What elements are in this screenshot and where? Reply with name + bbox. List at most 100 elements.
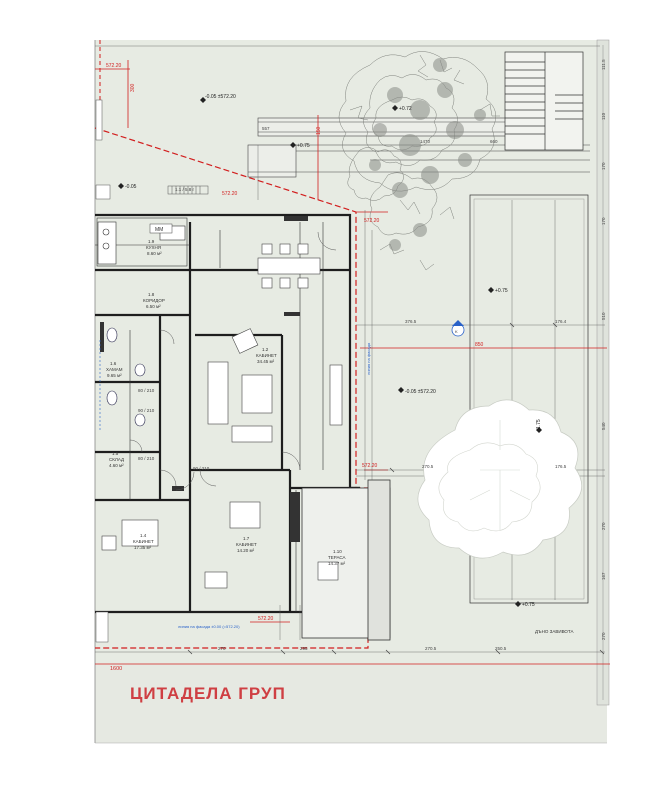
room-storage-area: 4.60 м²	[109, 463, 124, 468]
mm-box	[149, 223, 173, 234]
door-label-c: 80 / 210	[138, 456, 155, 461]
room-terrace-num: 1.10	[333, 549, 342, 554]
watermark-logo-text: ЦИТАДЕЛА ГРУП	[130, 684, 286, 703]
room-corridor-num: 1.8	[148, 292, 155, 297]
tree-dark-canopy	[338, 51, 500, 271]
red-level-e: 572.20	[222, 191, 238, 197]
svg-text:540: 540	[601, 422, 606, 430]
room-cabinet-lower: 1.7 КАБИНЕТ 14.20 м²	[236, 536, 257, 553]
level-mid-garden: -0.05 ±572.20	[405, 389, 436, 395]
dim-top-a: 557	[262, 126, 270, 131]
dim-mid-c: 270.5	[422, 464, 434, 469]
red-level-b: 572.20	[364, 218, 380, 224]
room-corridor: 1.8 КОРИДОР 6.50 м²	[143, 292, 165, 309]
top-stair-left	[167, 185, 209, 195]
room-hamam-num: 1.6	[110, 361, 117, 366]
red-solid-lines	[95, 60, 610, 665]
room-cabinet-lower-area: 14.20 м²	[237, 548, 255, 553]
svg-text:270: 270	[601, 632, 606, 640]
dining-table	[257, 243, 321, 289]
garden-raised-bed	[469, 194, 589, 604]
room-terrace-name: ТЕРАСА	[328, 555, 346, 560]
level-marker-symbols	[118, 97, 542, 607]
dim-mid-b: 176.4	[555, 319, 567, 324]
tree-white-canopy	[417, 399, 583, 559]
room-hamam-area: 9.65 м²	[107, 373, 122, 378]
room-cabinet-main-name: КАБИНЕТ	[256, 353, 277, 358]
room-cabinet-left-name: КАБИНЕТ	[133, 539, 154, 544]
blue-note-facade-a: линия на фасада	[366, 342, 371, 375]
room-cabinet-main-area: 34.45 м²	[257, 359, 275, 364]
room-kitchen-num: 1.9	[148, 239, 155, 244]
red-level-d: 572.20	[258, 616, 274, 622]
dim-bottom-a: 270	[218, 646, 226, 651]
dim-mid-d: 176.5	[555, 464, 567, 469]
dim-top-b: 1470	[420, 139, 431, 144]
room-cabinet-main-num: 1.2	[262, 347, 269, 352]
right-side-dimension-texts: 111.5 110 170 170 510 540 270 167 270	[601, 59, 606, 640]
room-cabinet-left-area: 17.35 м²	[134, 545, 152, 550]
room-corridor-name: КОРИДОР	[143, 298, 165, 303]
svg-text:110: 110	[601, 112, 606, 120]
tree-dark-texture	[369, 58, 486, 251]
k-marker-label: K	[455, 329, 458, 334]
room-storage-name: СКЛАД	[109, 457, 124, 462]
room-kitchen-area: 8.60 м²	[147, 251, 162, 256]
room-cabinet-lower-name: КАБИНЕТ	[236, 542, 257, 547]
room-kitchen-name: КУХНЯ	[146, 245, 161, 250]
svg-text:111.5: 111.5	[601, 59, 606, 70]
left-edge-grid	[95, 99, 111, 643]
red-dim-1600: 1600	[110, 666, 122, 672]
upper-terrace-structure	[247, 117, 590, 178]
plot-lower-strip	[95, 665, 607, 743]
room-storage: 1.5 СКЛАД 4.60 м²	[109, 451, 124, 468]
dno-zavivota-label: ДЪНО ЗАВИВОТА	[535, 629, 574, 634]
level-plus-075-c: +0.75	[522, 602, 535, 608]
level-plus-175: +1.75	[536, 419, 542, 432]
red-dim-150: 150	[316, 126, 322, 135]
terrace-slab	[301, 479, 391, 641]
room-storage-num: 1.5	[112, 451, 119, 456]
room-cabinet-left-num: 1.4	[140, 533, 147, 538]
blue-note-facade-b: линия на фасада ±0.00 (=572.20)	[178, 624, 240, 629]
lounge-furniture	[207, 328, 343, 443]
room-terrace: 1.10 ТЕРАСА 14.37 м²	[328, 549, 346, 566]
door-swings	[129, 231, 337, 491]
room-hamam: 1.6 ХАМАМ 9.65 м²	[106, 361, 123, 378]
dimension-ticks	[187, 322, 605, 655]
dim-top-c: 660	[490, 139, 498, 144]
k-marker: K	[451, 320, 465, 337]
stair-label: 1.1 / 5.8 г	[175, 187, 195, 192]
room-cabinet-left: 1.4 КАБИНЕТ 17.35 м²	[133, 533, 154, 550]
level-minus-005: -0.05	[125, 184, 137, 190]
room-kitchen: 1.9 КУХНЯ 8.60 м²	[146, 239, 162, 256]
room-cabinet-main: 1.2 КАБИНЕТ 34.45 м²	[256, 347, 277, 364]
red-level-c: 572.20	[362, 463, 378, 469]
level-plus-072: +0.72	[399, 106, 412, 112]
room-hamam-name: ХАМАМ	[106, 367, 123, 372]
svg-text:270: 270	[601, 522, 606, 530]
svg-text:170: 170	[601, 162, 606, 170]
level-top-garden: -0.05 ±572.20	[205, 94, 236, 100]
door-label-d: 90 / 210	[193, 466, 210, 471]
door-label-b: 90 / 210	[138, 408, 155, 413]
svg-text:510: 510	[601, 312, 606, 320]
office-desks	[101, 501, 339, 589]
level-plus-075-a: +0.75	[297, 143, 310, 149]
svg-text:167: 167	[601, 572, 606, 580]
door-label-a: 80 / 210	[138, 388, 155, 393]
sanitary-fixtures	[99, 327, 146, 430]
mm-label: MM	[155, 227, 163, 233]
dim-bottom-b: 295	[300, 646, 308, 651]
room-corridor-area: 6.50 м²	[146, 304, 161, 309]
room-terrace-area: 14.37 м²	[328, 561, 346, 566]
red-dim-300: 300	[130, 83, 136, 92]
top-right-stair	[504, 51, 584, 151]
dim-bottom-d: 250.5	[495, 646, 507, 651]
dim-bottom-c: 270.5	[425, 646, 437, 651]
hatched-wall-blocks	[100, 216, 308, 542]
dim-mid-a: 376.5	[405, 319, 417, 324]
room-cabinet-lower-num: 1.7	[243, 536, 250, 541]
svg-text:170: 170	[601, 217, 606, 225]
